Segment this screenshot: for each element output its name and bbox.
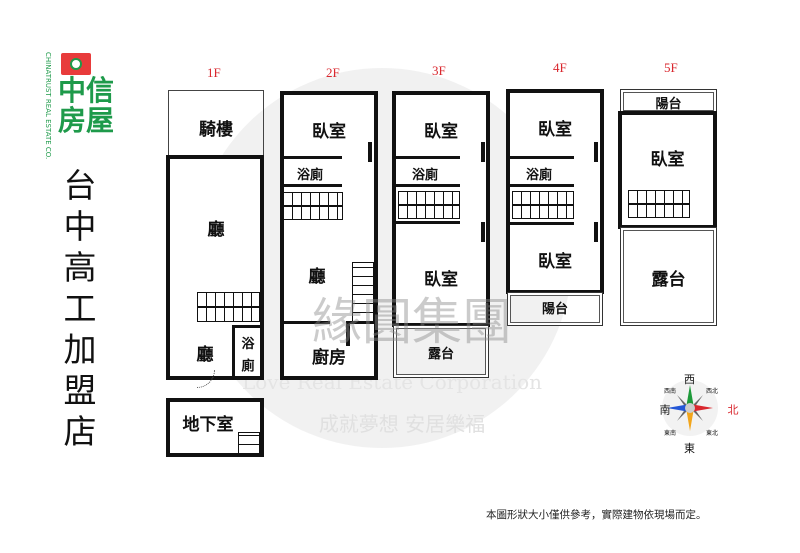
compass-se: 東北 [706,430,719,437]
2f-plan [280,91,378,380]
floor-label-2f: 2F [326,65,340,80]
floor-label-5f: 5F [664,60,678,75]
4f-bedroom-label: 臥室 [538,120,572,140]
1f-arcade [168,90,264,156]
2f-wall [368,142,372,162]
5f-stairs [628,204,690,218]
2f-hall-label: 廳 [308,267,326,287]
watermark-english: Love Real Estate Corporation [241,370,543,394]
1f-hall-label: 廳 [207,220,225,240]
1f-bath-label-2: 廁 [241,359,255,374]
2f-wall [346,321,376,324]
4f-wall [508,156,574,159]
3f-stairs [398,191,460,205]
compass-nw: 西南 [664,388,677,395]
basement-stairs [238,432,260,454]
compass-s: 東 [684,442,695,455]
compass [655,373,725,443]
2f-stairs-vertical [352,262,374,322]
2f-wall [282,321,330,324]
compass-ne: 西北 [706,388,719,395]
4f-balcony-label: 陽台 [541,302,568,317]
store-name: 台中高工加盟店 [63,166,97,451]
5f-bedroom-label: 臥室 [650,150,685,170]
floor-label-4f: 4F [553,60,567,75]
1f-stairs [197,292,260,307]
brand-english: CHINATRUST REAL ESTATE CO. [44,52,52,160]
3f-wall [481,222,485,242]
4f-wall [508,184,574,187]
basement-label: 地下室 [182,415,234,435]
compass-e: 北 [726,404,739,415]
compass-rose-icon [662,380,718,436]
5f-stairs [628,190,690,204]
1f-bath-label-1: 浴 [241,337,255,352]
disclaimer-note: 本圖形狀大小僅供參考，實際建物依現場而定。 [486,509,707,521]
watermark-slogan: 成就夢想 安居樂福 [318,412,486,436]
1f-stairs [197,307,260,322]
brand-name-text: 中信房屋 [58,74,115,137]
1f-bath-wall [232,325,260,328]
brand-name: 中信房屋 [58,76,114,136]
5f-terrace [620,227,717,326]
2f-bath-label: 浴廁 [296,168,323,183]
2f-wall [346,321,350,346]
1f-arcade-label: 騎樓 [199,120,233,140]
2f-wall [282,156,342,159]
2f-bedroom-label: 臥室 [312,122,346,142]
compass-n: 西 [684,373,695,386]
3f-wall [394,184,460,187]
5f-terrace-label: 露台 [651,270,686,290]
1f-hall2-label: 廳 [196,345,214,365]
3f-stairs [398,205,460,219]
4f-bedroom2-label: 臥室 [538,252,572,272]
4f-bath-label: 浴廁 [525,168,552,183]
4f-wall [508,222,574,225]
3f-terrace [393,325,489,378]
floor-label-1f: 1F [207,65,221,80]
compass-w: 南 [658,404,671,415]
2f-stairs [283,192,343,206]
floor-label-3f: 3F [432,63,446,78]
3f-wall [481,142,485,162]
4f-balcony [507,292,603,326]
1f-bath-wall [232,325,235,377]
3f-bath-label: 浴廁 [411,168,438,183]
4f-stairs [512,205,574,219]
4f-wall [594,142,598,162]
3f-bedroom2-label: 臥室 [424,270,458,290]
basement-plan [166,398,264,457]
4f-stairs [512,191,574,205]
3f-bedroom-label: 臥室 [424,122,458,142]
3f-terrace-label: 露台 [427,347,454,362]
5f-balcony-label: 陽台 [655,97,682,112]
2f-stairs [283,206,343,220]
3f-wall [394,221,460,224]
3f-wall [394,156,460,159]
2f-wall [282,184,342,187]
4f-wall [594,222,598,242]
2f-kitchen-label: 廚房 [312,348,346,368]
brand-logo-icon [61,53,91,75]
compass-sw: 東南 [664,430,677,437]
1f-plan [166,155,264,380]
1f-entry-door [197,370,215,388]
